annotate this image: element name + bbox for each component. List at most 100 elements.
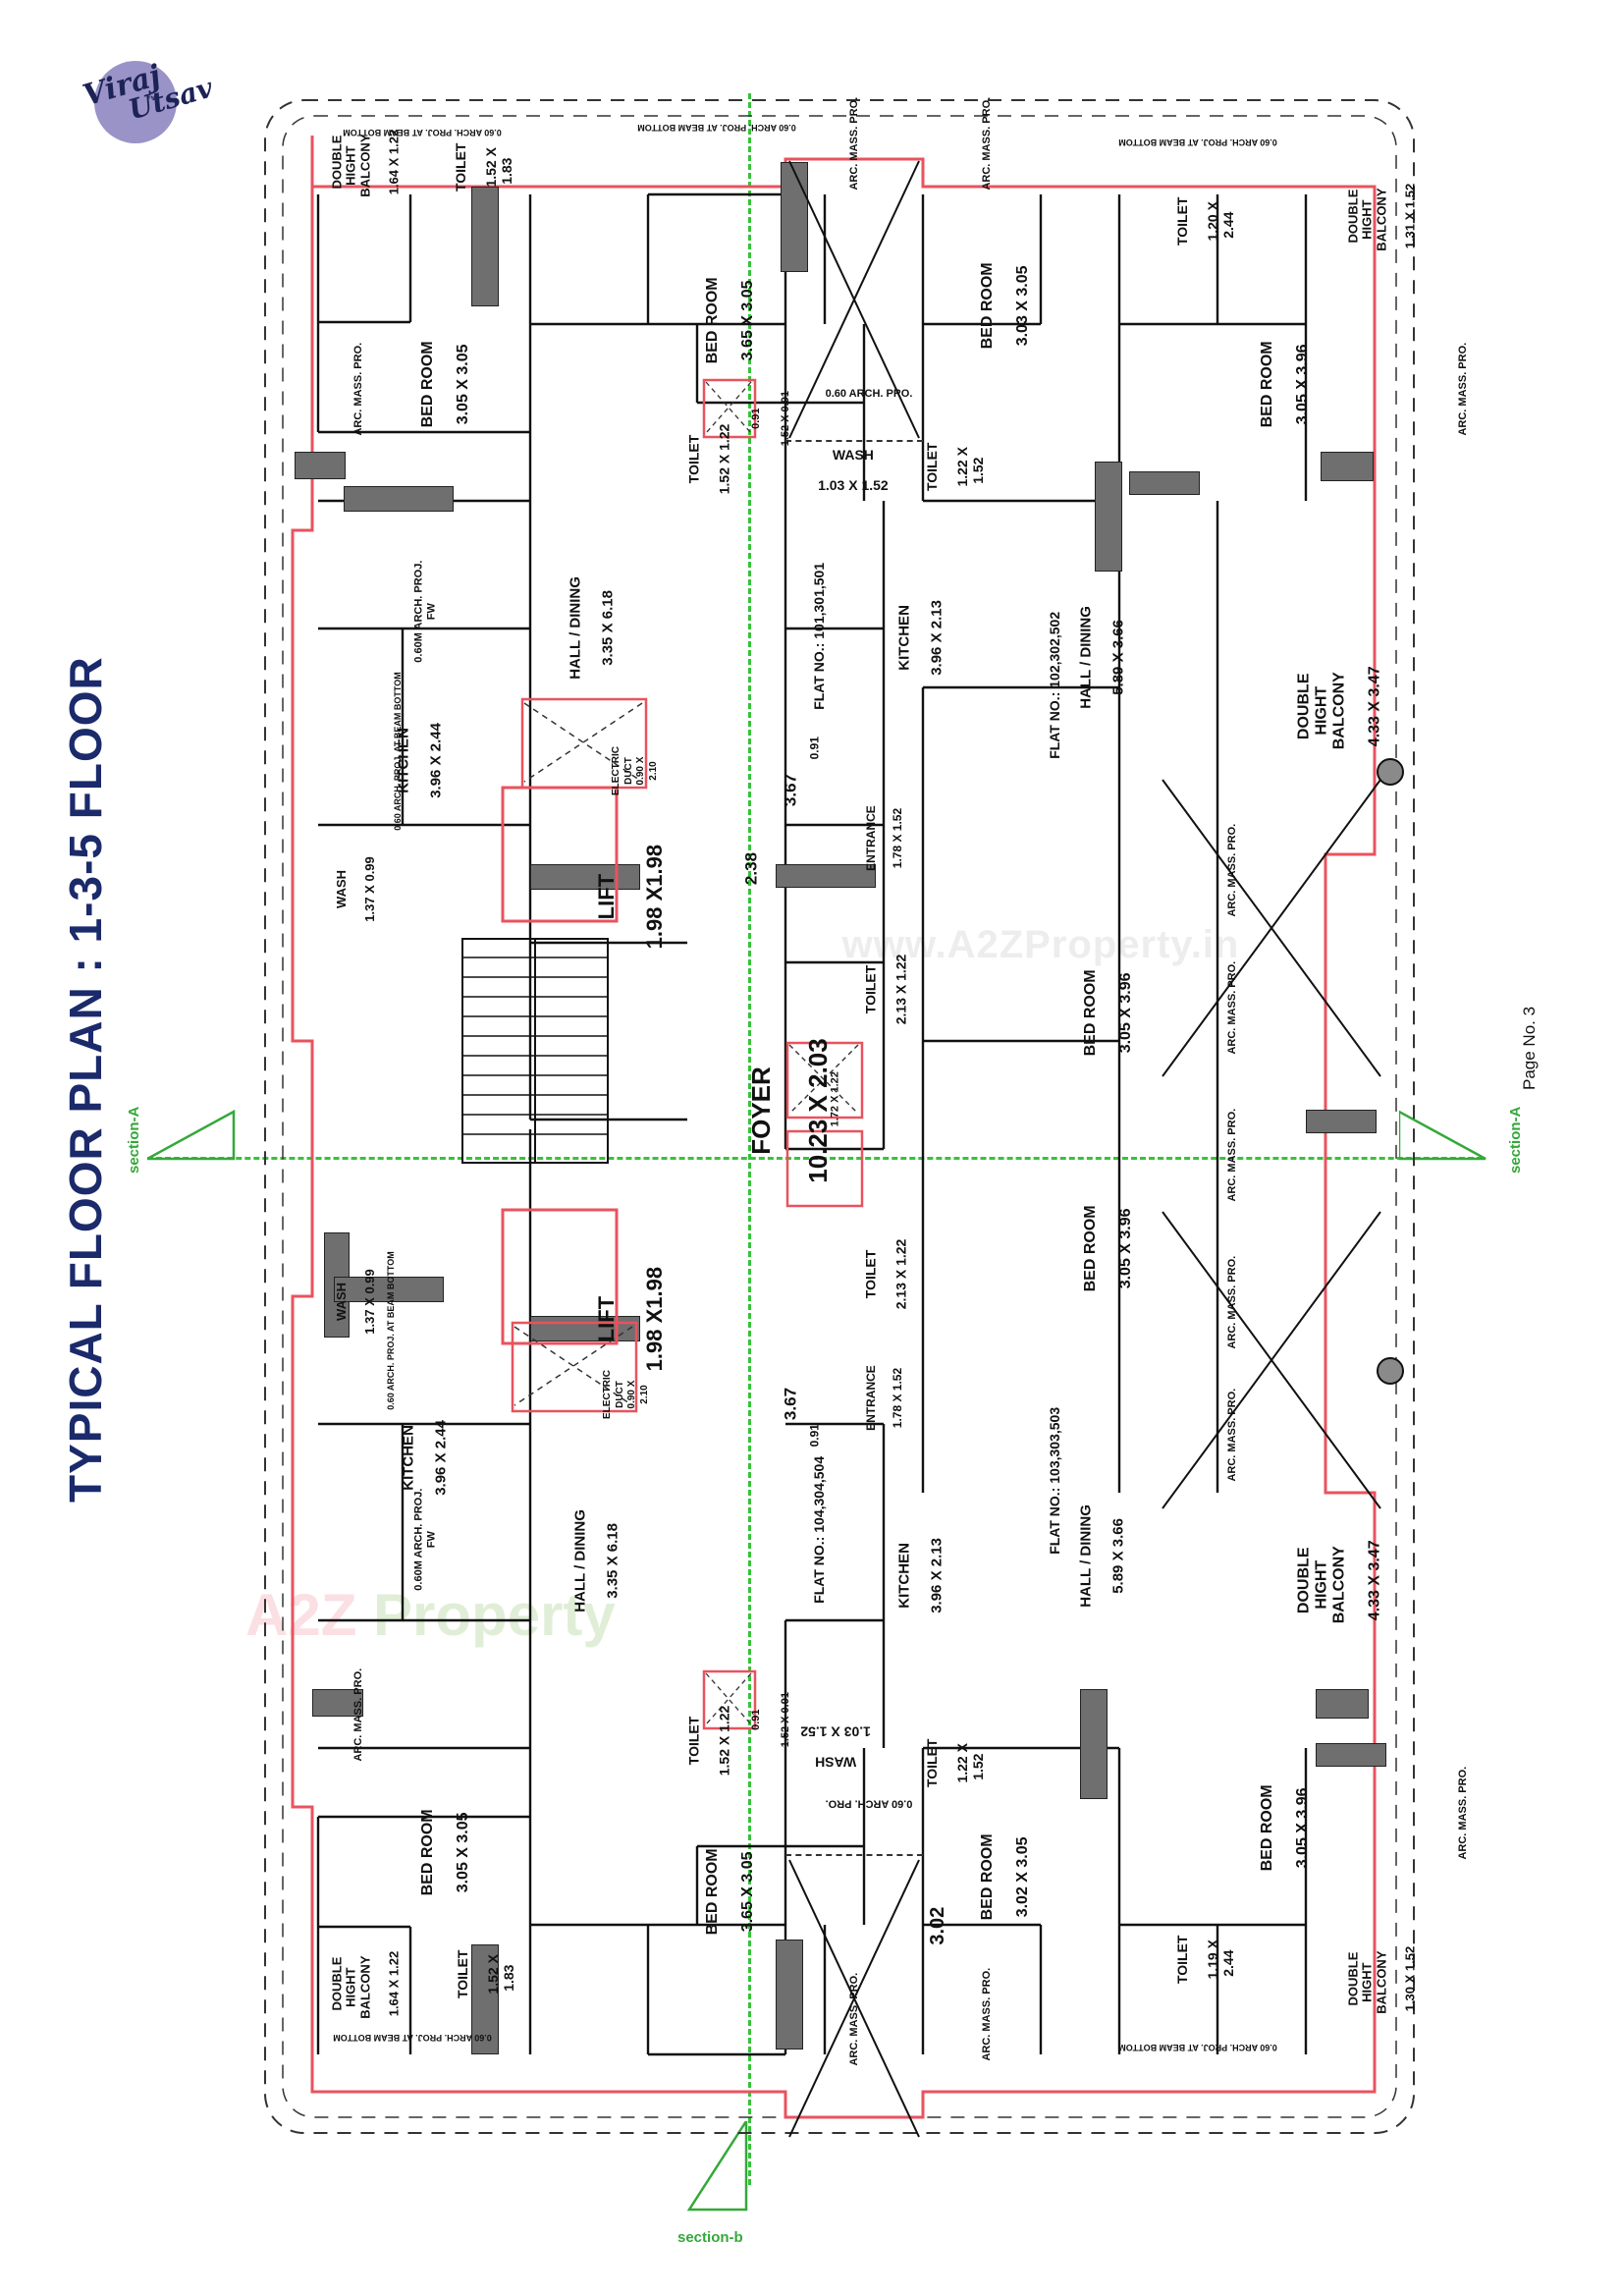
room-dim: 3.05 X 3.96	[1293, 1787, 1311, 1869]
room-dim: 1.22 X 1.52	[953, 1743, 986, 1783]
watermark-a2z-property: A2Z Property	[245, 1581, 616, 1649]
note-arch-proj-fw-bottom: 0.60M ARCH. PROJ. FW	[412, 1488, 437, 1591]
foyer-label: FOYER 10.23 X 2.03	[719, 1019, 833, 1216]
foyer-dim: 10.23 X 2.03	[803, 1038, 834, 1183]
pivot-node-icon	[1377, 758, 1404, 786]
room-name: DOUBLE HIGHT BALCONY	[1295, 672, 1347, 750]
room-bc-bedroom: BED ROOM 3.05 X 3.96	[1064, 1170, 1135, 1337]
note-arc-mass-pro: ARC. MASS. PRO.	[847, 96, 860, 191]
column-pad	[776, 1940, 803, 2050]
note-arc-mass-pro: ARC. MASS. PRO.	[1225, 1388, 1238, 1482]
flat-number-102: FLAT NO.: 102,302,502	[1047, 611, 1063, 759]
logo-wordmark: Viraj Utsav	[77, 53, 217, 151]
section-a-left-marker-icon	[147, 1110, 236, 1161]
room-dim: 5.89 X 3.66	[1109, 620, 1127, 695]
double-height-balcony-void-right-top	[1162, 779, 1381, 1077]
column-pad	[334, 1277, 444, 1302]
room-dim: 1.64 X 1.22	[386, 129, 402, 195]
room-dim: 1.20 X 2.44	[1204, 201, 1236, 242]
room-name: ENTRANCE	[864, 805, 879, 871]
room-name: TOILET	[1173, 196, 1190, 246]
room-name: HALL / DINING	[567, 576, 584, 680]
room-dim: 1.52 X 1.22	[716, 1705, 732, 1777]
note-arch-pro-060-bottom: 0.60 ARCH. PRO.	[825, 1797, 913, 1810]
note-arc-mass-pro: ARC. MASS. PRO.	[1225, 1108, 1238, 1202]
room-name: TOILET	[862, 964, 879, 1014]
room-dim: 3.05 X 3.96	[1293, 344, 1311, 425]
note-arc-mass-pro: ARC. MASS. PRO.	[1225, 823, 1238, 917]
room-bl-wash: WASH 1.37 X 0.99	[320, 1236, 377, 1374]
room-tl-balcony: DOUBLE HIGHT BALCONY 1.64 X 1.22	[315, 102, 401, 230]
room-name: BED ROOM	[704, 277, 722, 364]
room-name: BED ROOM	[1082, 1205, 1100, 1292]
room-mc-toilet: TOILET 2.13 X 1.22	[848, 919, 910, 1066]
company-logo: Viraj Utsav	[77, 47, 217, 157]
dim-0-91-label-a: 0.91	[749, 408, 762, 429]
section-b-line	[748, 93, 751, 2185]
room-tr-balcony: DOUBLE HIGHT BALCONY 1.31 X 1.52	[1331, 151, 1417, 289]
dim-3-67-bottom: 3.67	[781, 1387, 800, 1421]
room-dim: 5.89 X 3.66	[1109, 1518, 1127, 1594]
room-dim: 3.05 X 3.05	[454, 344, 471, 425]
column-pad	[1080, 1689, 1108, 1799]
column-pad	[530, 864, 640, 890]
room-bm-bedroom: BED ROOM 3.65 X 3.05	[686, 1813, 757, 1980]
shaft-box-small-top	[785, 1041, 864, 1120]
room-dim: 3.02 X 3.05	[1013, 1836, 1031, 1918]
room-mc-bedroom: BED ROOM 3.05 X 3.96	[1064, 934, 1135, 1101]
room-dim: 4.33 X 3.47	[1365, 666, 1382, 747]
section-b-bottom-marker-icon	[687, 2121, 748, 2212]
room-dim: 1.31 X 1.52	[1402, 183, 1418, 249]
room-dim: 1.52 X 1.83	[484, 1954, 516, 1995]
column-pad	[471, 1944, 499, 2054]
room-tc-kitchen: KITCHEN 3.96 X 2.13	[880, 559, 946, 726]
logo-circle-shape	[94, 61, 177, 143]
lift-name: LIFT	[593, 873, 619, 920]
room-name: DOUBLE HIGHT BALCONY	[328, 134, 372, 197]
room-bl-hall: HALL / DINING 3.35 X 6.18	[556, 1472, 622, 1659]
room-dim: 3.05 X 3.96	[1116, 972, 1134, 1054]
column-pad	[312, 1689, 363, 1717]
room-name: TOILET	[862, 1249, 879, 1299]
room-tr-bedroom: BED ROOM 3.03 X 3.05	[961, 227, 1032, 394]
room-name: WASH	[832, 446, 874, 463]
room-name: BED ROOM	[1259, 341, 1276, 428]
note-arc-mass-pro: ARC. MASS. PRO.	[1225, 1255, 1238, 1349]
column-pad	[295, 452, 346, 479]
pivot-node-icon	[1377, 1357, 1404, 1385]
note-beam-bottom-br: 0.60 ARCH. PROJ. AT BEAM BOTTOM	[1118, 2043, 1277, 2053]
note-arc-mass-pro: ARC. MASS. PRO.	[1456, 342, 1469, 436]
room-tl-kitchen: KITCHEN 3.96 X 2.44	[379, 686, 445, 844]
room-dim: 1.78 X 1.52	[891, 807, 905, 869]
section-a-line	[147, 1157, 1483, 1160]
double-height-void-top	[788, 160, 920, 439]
room-dim: 1.19 X 2.44	[1204, 1940, 1236, 1980]
note-beam-bottom-bl: 0.60 ARCH. PROJ. AT BEAM BOTTOM	[333, 2033, 492, 2044]
room-dim: 3.05 X 3.96	[1116, 1208, 1134, 1289]
note-arc-mass-pro: ARC. MASS. PRO.	[980, 96, 993, 191]
room-dim: 3.96 X 2.13	[928, 600, 946, 676]
arch-projection-dash	[785, 1854, 923, 1856]
room-name: DOUBLE HIGHT BALCONY	[1344, 188, 1388, 251]
room-name: TOILET	[452, 142, 468, 192]
flat-number-101: FLAT NO.: 101,301,501	[811, 562, 828, 710]
room-dim: 3.35 X 6.18	[599, 590, 617, 666]
room-tl-wash: WASH 1.37 X 0.99	[320, 824, 377, 961]
room-name: WASH	[333, 869, 349, 908]
room-name: TOILET	[454, 1949, 470, 1999]
room-name: TOILET	[685, 434, 702, 484]
room-dim: 3.65 X 3.05	[738, 280, 756, 361]
room-name: HALL / DINING	[1077, 1504, 1095, 1608]
electric-duct-top	[520, 697, 648, 790]
room-dim: 2.13 X 1.22	[892, 954, 909, 1025]
note-arch-proj-fw-top: 0.60M ARCH. PROJ. FW	[412, 560, 437, 663]
section-b-bottom-label: section-b	[677, 2229, 743, 2246]
building-outline-red	[291, 136, 1377, 2119]
column-pad	[344, 486, 454, 512]
note-arc-mass-pro: ARC. MASS. PRO.	[980, 1967, 993, 2061]
room-name: TOILET	[1173, 1935, 1190, 1985]
room-tl-hall: HALL / DINING 3.35 X 6.18	[551, 539, 617, 726]
room-br-balcony: DOUBLE HIGHT BALCONY 1.30 X 1.52	[1331, 1914, 1417, 2051]
room-name: WASH	[333, 1282, 349, 1321]
flat-number-103: FLAT NO.: 103,303,503	[1047, 1406, 1063, 1555]
